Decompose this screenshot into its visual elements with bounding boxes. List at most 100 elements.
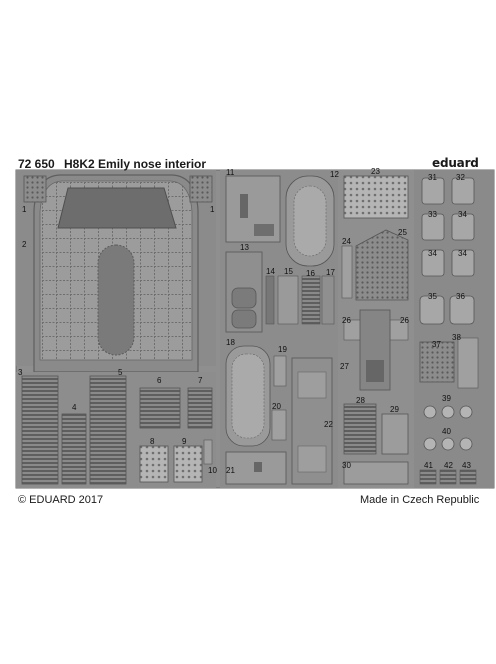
part-label-26a: 26 xyxy=(342,316,351,325)
part-35 xyxy=(419,295,445,325)
part-label-24: 24 xyxy=(342,237,351,246)
part-40-a xyxy=(423,437,437,451)
part-34-c xyxy=(451,249,475,277)
part-label-34c: 34 xyxy=(458,249,467,258)
part-label-17: 17 xyxy=(326,268,335,277)
part-10 xyxy=(203,439,213,465)
part-label-34a: 34 xyxy=(458,210,467,219)
part-2-door xyxy=(97,244,135,356)
part-label-42: 42 xyxy=(444,461,453,470)
part-1-right xyxy=(189,175,213,203)
part-label-7: 7 xyxy=(198,376,203,385)
part-3 xyxy=(21,375,59,485)
part-label-33: 33 xyxy=(428,210,437,219)
part-label-41: 41 xyxy=(424,461,433,470)
part-label-27: 27 xyxy=(340,362,349,371)
part-label-2: 2 xyxy=(22,240,27,249)
part-label-16: 16 xyxy=(306,269,315,278)
part-43 xyxy=(459,469,477,485)
part-label-34b: 34 xyxy=(428,249,437,258)
part-33 xyxy=(421,213,445,241)
part-5 xyxy=(89,375,127,485)
parts-31-43-group xyxy=(414,170,494,488)
part-label-1a: 1 xyxy=(22,205,27,214)
part-32 xyxy=(451,177,475,205)
part-17 xyxy=(321,275,335,325)
part-label-38: 38 xyxy=(452,333,461,342)
part-label-35: 35 xyxy=(428,292,437,301)
part-36 xyxy=(449,295,475,325)
part-label-11: 11 xyxy=(226,168,235,177)
part-label-3: 3 xyxy=(18,368,23,377)
part-label-25: 25 xyxy=(398,228,407,237)
part-label-22: 22 xyxy=(324,420,333,429)
part-label-18: 18 xyxy=(226,338,235,347)
part-1-left xyxy=(23,175,47,203)
part-label-14: 14 xyxy=(266,267,275,276)
part-label-19: 19 xyxy=(278,345,287,354)
part-7 xyxy=(187,387,213,429)
part-39-b xyxy=(441,405,455,419)
part-label-21: 21 xyxy=(226,466,235,475)
part-label-6: 6 xyxy=(157,376,162,385)
part-42 xyxy=(439,469,457,485)
part-label-1b: 1 xyxy=(210,205,215,214)
part-30 xyxy=(343,461,409,485)
part-16 xyxy=(301,275,321,325)
part-6 xyxy=(139,387,181,429)
part-40-b xyxy=(441,437,455,451)
parts-3-10-group xyxy=(16,372,216,488)
part-label-8: 8 xyxy=(150,437,155,446)
part-label-43: 43 xyxy=(462,461,471,470)
part-label-32: 32 xyxy=(456,173,465,182)
parts-11-22-group xyxy=(220,170,338,488)
part-24 xyxy=(341,245,353,299)
part-2-group xyxy=(16,170,216,373)
part-label-20: 20 xyxy=(272,402,281,411)
part-label-39: 39 xyxy=(442,394,451,403)
part-label-26b: 26 xyxy=(400,316,409,325)
part-34-b xyxy=(421,249,445,277)
part-8 xyxy=(139,445,169,483)
parts-23-30-group xyxy=(338,170,414,488)
part-9 xyxy=(173,445,203,483)
part-label-9: 9 xyxy=(182,437,187,446)
part-2-window xyxy=(57,187,177,229)
part-39-a xyxy=(423,405,437,419)
part-label-23: 23 xyxy=(371,167,380,176)
part-23 xyxy=(343,175,409,219)
part-label-40: 40 xyxy=(442,427,451,436)
part-29 xyxy=(381,413,409,455)
part-label-36: 36 xyxy=(456,292,465,301)
part-label-28: 28 xyxy=(356,396,365,405)
part-28 xyxy=(343,403,377,455)
copyright-text: © EDUARD 2017 xyxy=(18,494,104,506)
part-label-31: 31 xyxy=(428,173,437,182)
part-37 xyxy=(419,341,455,383)
part-34-a xyxy=(451,213,475,241)
part-25 xyxy=(355,229,409,301)
sheet-code: 72 650 xyxy=(18,157,55,171)
part-39-c xyxy=(459,405,473,419)
part-label-37: 37 xyxy=(432,340,441,349)
part-20 xyxy=(271,409,287,441)
part-label-30: 30 xyxy=(342,461,351,470)
part-19 xyxy=(273,355,287,387)
part-label-12: 12 xyxy=(330,170,339,179)
part-label-29: 29 xyxy=(390,405,399,414)
part-40-c xyxy=(459,437,473,451)
part-label-13: 13 xyxy=(240,243,249,252)
part-4 xyxy=(61,413,87,485)
part-14 xyxy=(265,275,275,325)
brand-logo: eduard xyxy=(432,156,479,170)
part-15 xyxy=(277,275,299,325)
part-label-15: 15 xyxy=(284,267,293,276)
part-41 xyxy=(419,469,437,485)
part-label-10: 10 xyxy=(208,466,217,475)
part-38 xyxy=(457,337,479,389)
sheet-title: H8K2 Emily nose interior xyxy=(64,157,207,171)
part-label-5: 5 xyxy=(118,368,123,377)
part-label-4: 4 xyxy=(72,403,77,412)
part-31 xyxy=(421,177,445,205)
